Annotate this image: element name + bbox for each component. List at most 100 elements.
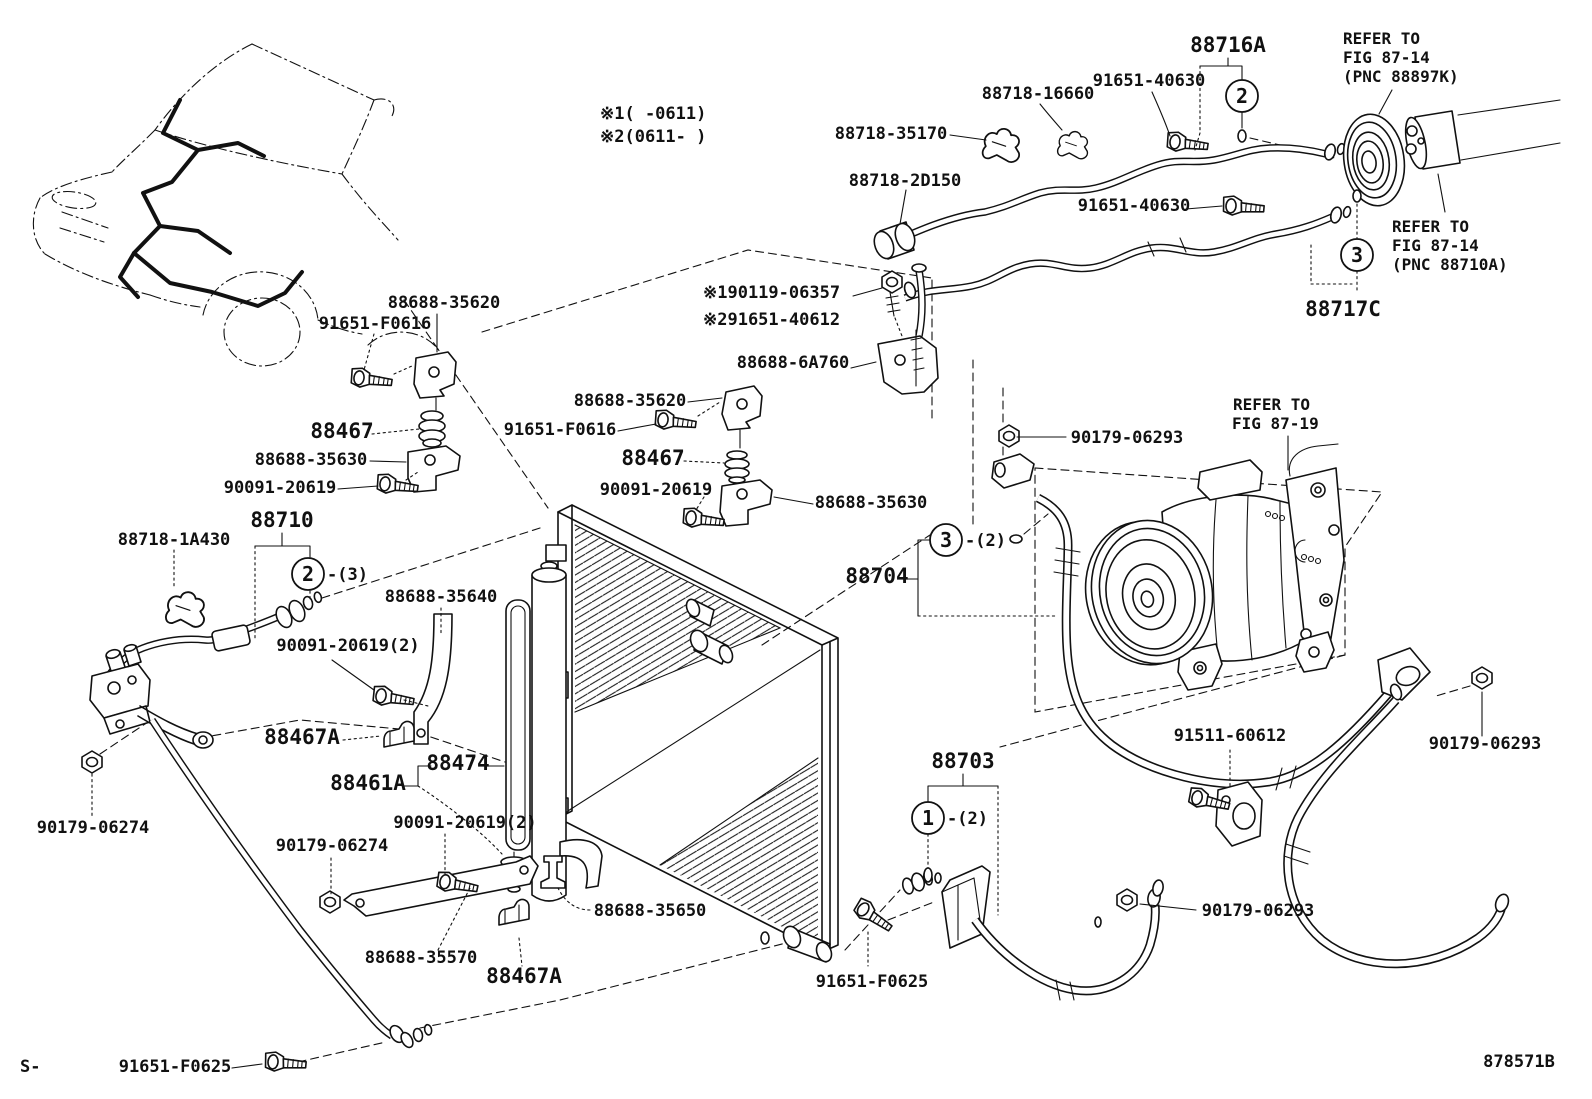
compressor: [1084, 443, 1345, 691]
nut-90179-06293-right-icon: [1471, 666, 1493, 690]
part-label-88688-6A760: 88688-6A760: [737, 353, 850, 373]
bolt-90091-20619-center-icon: [681, 506, 726, 533]
hose-88703: [901, 865, 1164, 1001]
part-label-91651-F0625b: 91651-F0625: [119, 1057, 232, 1077]
drier-tube-88474: [505, 599, 531, 851]
part-label-88688-35650: 88688-35650: [594, 901, 707, 921]
callout-circle-icon: [911, 801, 945, 835]
callout-number: 2: [1236, 84, 1248, 108]
part-label-ref2c: (PNC 88710A): [1392, 255, 1508, 274]
part-label-90091-20619x2b: 90091-20619(2): [393, 813, 536, 833]
coupler-88718-2D150: [873, 221, 916, 260]
callout-circle-icon: [929, 523, 963, 557]
callout-circle-icon: [1225, 79, 1259, 113]
part-label-91511-60612: 91511-60612: [1174, 726, 1287, 746]
part-label-91651-F0616b: 91651-F0616: [504, 420, 617, 440]
expansion-valve-block: [89, 643, 151, 735]
condenser-ports-bottom: [760, 925, 833, 963]
nut-90179-06293-top-icon: [998, 424, 1020, 448]
part-label-90179-06274b: 90179-06274: [276, 836, 389, 856]
part-label-88718-2D150: 88718-2D150: [849, 171, 962, 191]
clip-88718-16660-icon: [1056, 130, 1089, 160]
part-label-88688-35640: 88688-35640: [385, 587, 498, 607]
bolt-91651-F0625-mid-icon: [850, 895, 897, 937]
part-label-88718-16660: 88718-16660: [982, 84, 1095, 104]
callout-number: 2: [302, 562, 314, 586]
part-label-91651-40630b: 91651-40630: [1078, 196, 1191, 216]
part-label-90091-20619x2a: 90091-20619(2): [276, 636, 419, 656]
part-label-88704: 88704: [845, 564, 908, 588]
part-label-88461A: 88461A: [330, 771, 406, 795]
callout-circle-icon: [1340, 238, 1374, 272]
callout-c1-bot: 1 -(2): [911, 801, 988, 835]
callout-c3-top: 3: [1340, 238, 1374, 272]
part-label-ref1a: REFER TO: [1343, 29, 1420, 48]
part-label-88474: 88474: [426, 751, 489, 775]
part-label-88688-35630b: 88688-35630: [815, 493, 928, 513]
part-label-88718-1A430: 88718-1A430: [118, 530, 231, 550]
part-label-88467Aa: 88467A: [264, 725, 340, 749]
condenser-ports-top: [685, 598, 734, 665]
part-label-note1: ※1( -0611): [600, 104, 706, 124]
bolt-91651-F0625-left-icon: [263, 1050, 308, 1075]
bracket-88688-6A760: [877, 329, 939, 395]
callout-count: -(2): [965, 531, 1006, 551]
leader-lines: [91, 57, 1483, 1069]
cushion-clamp-88467A-a-icon: [383, 720, 415, 748]
clip-88718-35170-icon: [981, 127, 1021, 163]
receiver-drier: [531, 561, 567, 902]
pipe-drop-to-valve: [911, 263, 927, 337]
pipe-88716A: [882, 142, 1346, 250]
cushion-88467-center: [724, 450, 750, 484]
bracket-set-center: [653, 385, 773, 533]
callout-circle-icon: [291, 557, 325, 591]
part-label-90179-06274a: 90179-06274: [37, 818, 150, 838]
part-label-88688-35620a: 88688-35620: [388, 293, 501, 313]
o-rings-icon: [300, 590, 325, 612]
condenser: [543, 504, 839, 963]
part-label-ref2b: FIG 87-14: [1392, 236, 1479, 255]
part-label-90179-06293a: 90179-06293: [1071, 428, 1184, 448]
callout-c2-top: 2: [1225, 79, 1259, 113]
hose-88704: [991, 453, 1510, 969]
part-label-ref3b: FIG 87-19: [1232, 414, 1319, 433]
part-label-star-06357: ※190119-06357: [703, 283, 840, 303]
part-label-88710: 88710: [250, 508, 313, 532]
part-label-91651-F0616a: 91651-F0616: [319, 314, 432, 334]
part-label-star-40612: ※291651-40612: [703, 310, 840, 330]
nut-90179-06274-mid-icon: [319, 890, 341, 914]
part-label-88467a: 88467: [310, 419, 373, 443]
bracket-88688-35640: [413, 613, 453, 745]
part-label-88703: 88703: [931, 749, 994, 773]
clip-88688-35650: [540, 838, 603, 889]
part-label-90179-06293b: 90179-06293: [1202, 901, 1315, 921]
callout-layer: 2 3 2-(3) 3 -(2) 1 -(2): [291, 79, 1374, 835]
callout-number: 1: [922, 806, 934, 830]
cushion-88467-left: [418, 410, 446, 448]
callout-number: 3: [940, 528, 952, 552]
bolt-91651-F0616-center-icon: [653, 408, 698, 435]
bolt-conditional-90119-06357: [881, 270, 903, 337]
part-label-90091-20619a: 90091-20619: [224, 478, 337, 498]
part-label-ref1b: FIG 87-14: [1343, 48, 1430, 67]
bolt-91651-F0616-left-icon: [349, 366, 394, 393]
part-label-91651-40630a: 91651-40630: [1093, 71, 1206, 91]
pipe-assy-88710: [89, 590, 435, 1049]
part-label-note2: ※2(0611- ): [600, 127, 706, 147]
callout-number: 3: [1351, 243, 1363, 267]
nut-90179-06293-mid-icon: [1116, 888, 1138, 912]
bolt-91651-40630-upper-icon: [1165, 130, 1210, 157]
part-label-88718-35170: 88718-35170: [835, 124, 948, 144]
vehicle-sketch: [32, 43, 441, 367]
callout-count: -(2): [947, 809, 988, 829]
part-label-88688-35570: 88688-35570: [365, 948, 478, 968]
bracket-91511-60612: [1215, 781, 1263, 847]
part-label-88688-35630a: 88688-35630: [255, 450, 368, 470]
callout-c2-mid: 2-(3): [291, 557, 368, 591]
pipe-88717C: [903, 205, 1352, 302]
connector-ref-88710A: [1404, 99, 1561, 170]
o-rings-icon: [411, 1023, 435, 1044]
